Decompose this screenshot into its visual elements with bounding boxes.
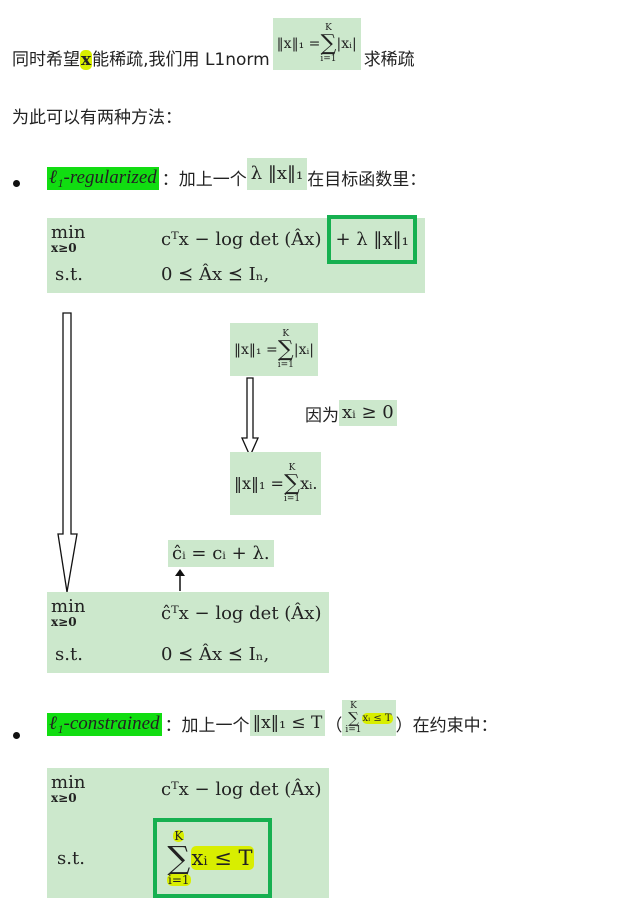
sum-symbol: ∑ [167, 839, 191, 877]
text: 能稀疏,我们用 L1norm [92, 49, 270, 70]
constraint: 0 ⪯ Âx ⪯ Iₙ, [161, 264, 270, 285]
bullet-regularized: ℓ₁-regularized ：加上一个 λ ‖x‖₁ 在目标函数里： [47, 158, 426, 190]
objective: cᵀx − log det (Âx) [161, 228, 322, 250]
sum-top: K [288, 462, 296, 473]
condition: xᵢ ≥ 0 [339, 400, 397, 426]
st-label: s.t. [55, 264, 83, 285]
regularized-label: ℓ₁-regularized [47, 167, 159, 190]
sum-bottom: i=1 [345, 724, 362, 735]
formula-rhs: xᵢ. [300, 474, 318, 493]
constraint: 0 ⪯ Âx ⪯ Iₙ, [161, 644, 270, 665]
min-label: min [51, 772, 86, 793]
min-label: min [51, 222, 86, 243]
sum-symbol: ∑ [320, 31, 337, 56]
norm-constraint-term: ‖x‖₁ ≤ T [249, 710, 326, 736]
sum-top: K [325, 23, 332, 33]
constrained-label: ℓ₁-constrained [47, 713, 162, 736]
text: 在约束中： [412, 715, 498, 736]
down-arrow-icon [240, 377, 260, 458]
highlight-frame: + λ ‖x‖₁ [327, 214, 417, 264]
lambda-norm-term: λ ‖x‖₁ [246, 158, 308, 190]
sum-top: K [282, 328, 290, 339]
min-subscript: x≥0 [51, 791, 77, 805]
constraint: xᵢ ≤ T [190, 846, 254, 870]
sum-symbol: ∑ [284, 470, 300, 496]
sum-symbol: ∑ [348, 708, 359, 727]
sum-bottom: i=1 [320, 54, 337, 64]
objective: cᵀx − log det (Âx) [161, 778, 322, 800]
down-arrow-icon [57, 312, 78, 593]
formula-rhs: xᵢ ≤ T [361, 712, 393, 724]
text: ：加上一个 [164, 715, 250, 736]
min-subscript: x≥0 [51, 615, 77, 629]
formula-lhs: ‖x‖₁ = [276, 36, 321, 52]
sum-bottom: i=1 [167, 873, 191, 887]
up-arrow-icon [175, 569, 185, 591]
formula-lhs: ‖x‖₁ = [234, 341, 278, 358]
because-line: 因为 xᵢ ≥ 0 [305, 400, 397, 426]
bullet-icon [13, 732, 20, 739]
min-label: min [51, 596, 86, 617]
sum-top: K [350, 700, 357, 711]
st-label: s.t. [55, 644, 83, 665]
sum-symbol: ∑ [277, 336, 294, 362]
text: （ [325, 715, 343, 736]
c-hat-definition: ĉᵢ = cᵢ + λ. [168, 540, 274, 567]
text: ：加上一个 [161, 169, 247, 190]
l1norm-formula: ‖x‖₁ = K∑i=1|xᵢ| [230, 323, 319, 376]
st-label: s.t. [57, 847, 85, 869]
formula-lhs: ‖x‖₁ = [234, 474, 284, 493]
methods-intro: 为此可以有两种方法： [12, 108, 182, 128]
text: 求稀疏 [363, 49, 415, 70]
formula-rhs: |xᵢ| [336, 36, 357, 52]
regularizer: + λ ‖x‖₁ [335, 228, 409, 250]
bullet-icon [13, 180, 20, 187]
objective: ĉᵀx − log det (Âx) [161, 602, 322, 624]
text: 同时希望 [12, 49, 80, 70]
sum-bottom: i=1 [277, 359, 294, 370]
x-highlight: x [80, 49, 93, 70]
because-text: 因为 [305, 405, 339, 426]
sum-top: K [173, 829, 185, 843]
text: ） [395, 715, 413, 736]
formula-rhs: |xᵢ| [293, 341, 315, 358]
highlight-frame: K∑i=1 xᵢ ≤ T [153, 818, 272, 898]
text: 在目标函数里： [307, 169, 427, 190]
l1norm-formula: ‖x‖₁ = K∑i=1 |xᵢ| [272, 18, 361, 70]
min-subscript: x≥0 [51, 241, 77, 255]
sum-bottom: i=1 [283, 493, 301, 504]
